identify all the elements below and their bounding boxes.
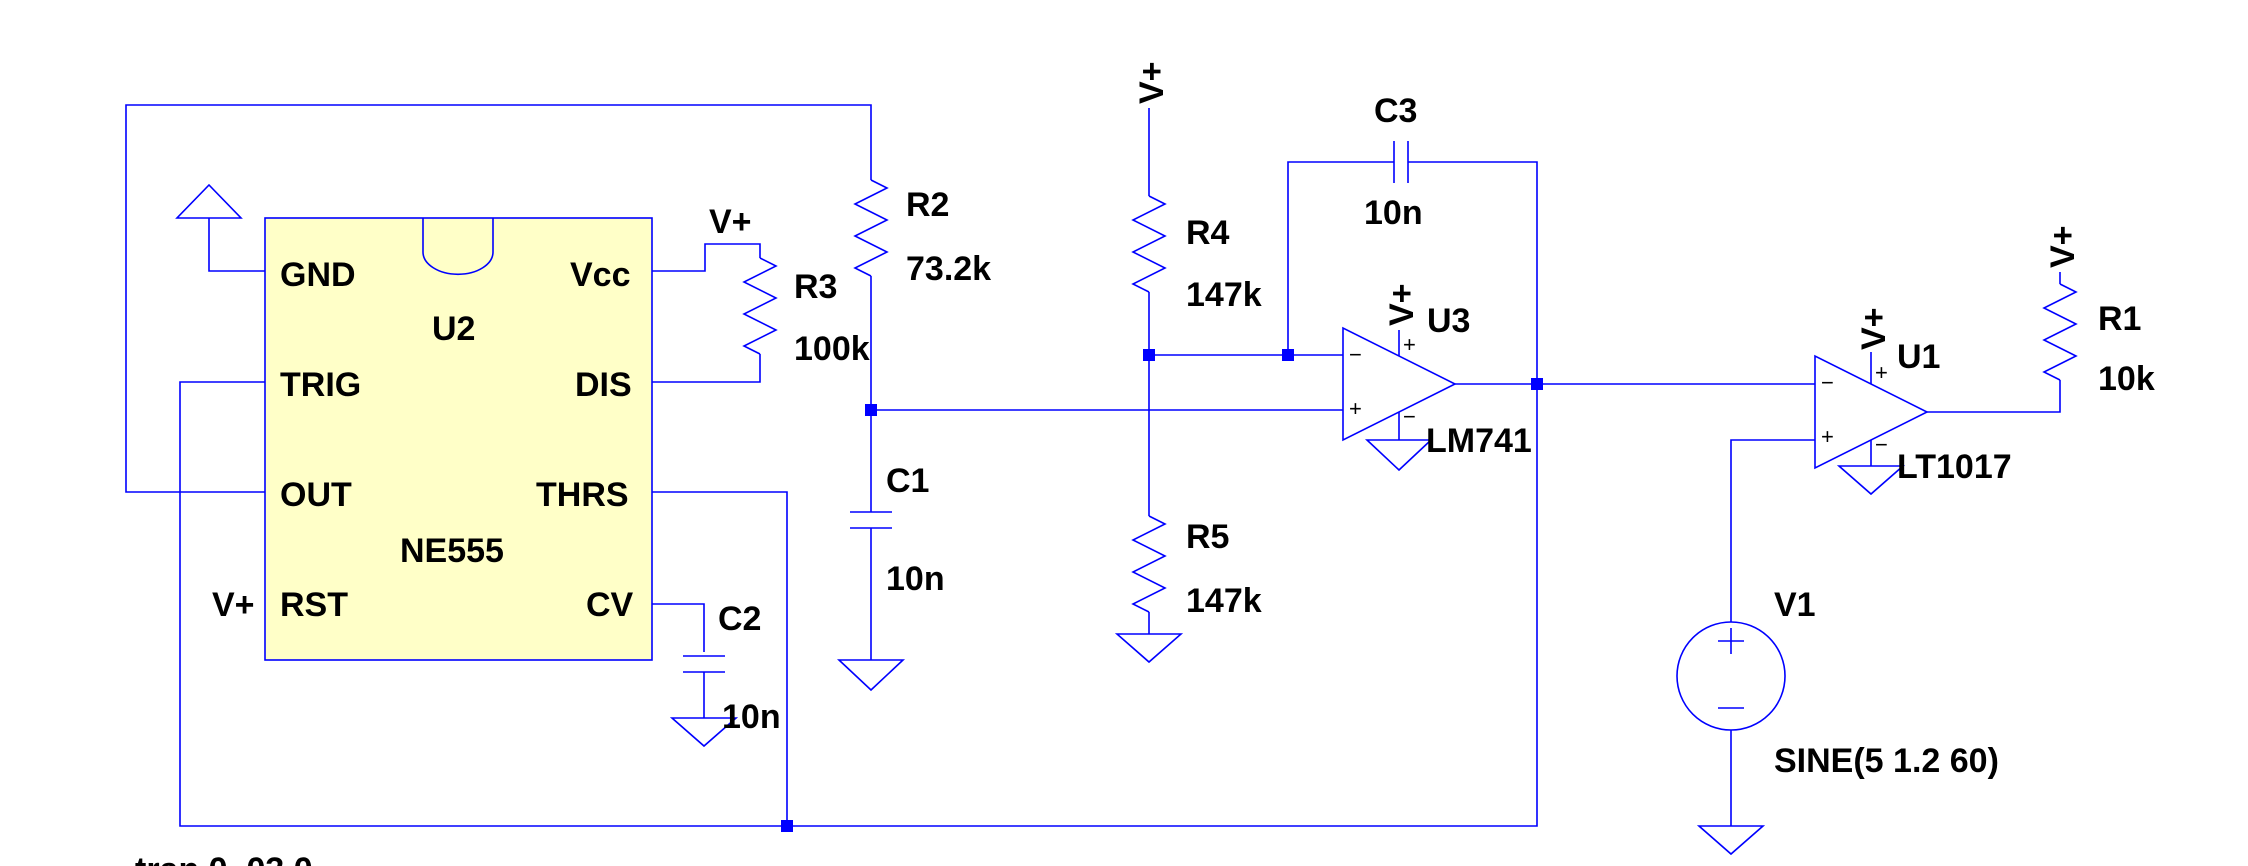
- r3-resistor-icon[interactable]: [742, 257, 778, 355]
- vcc-supply-label: V+: [709, 203, 752, 241]
- u1-ground-icon: [1836, 465, 1906, 496]
- u3-vminus-mark: −: [1403, 404, 1416, 429]
- r4-ref-label: R4: [1186, 214, 1230, 252]
- c3-ref-label: C3: [1374, 92, 1417, 130]
- u3-plus-mark: +: [1349, 396, 1362, 421]
- r2-value-label: 73.2k: [906, 250, 991, 288]
- c2-value-label: 10n: [722, 698, 781, 736]
- r5-value-label: 147k: [1186, 582, 1262, 620]
- junction-c1-node: [865, 404, 877, 416]
- c2-ref-label: C2: [718, 600, 761, 638]
- c1-ref-label: C1: [886, 462, 929, 500]
- ne555-body: [264, 217, 653, 661]
- pin-label-dis: DIS: [575, 366, 632, 404]
- c3-value-label: 10n: [1364, 194, 1423, 232]
- u1-vplus-mark: +: [1875, 360, 1888, 385]
- u1-minus-mark: −: [1821, 370, 1834, 395]
- v1-value-label: SINE(5 1.2 60): [1774, 742, 1999, 780]
- r5-resistor-icon[interactable]: [1131, 515, 1167, 613]
- gnd-pin-flag-icon: [175, 183, 243, 219]
- u3-ground-icon: [1364, 439, 1434, 472]
- r3-ref-label: R3: [794, 268, 837, 306]
- pin-label-vcc: Vcc: [570, 256, 631, 294]
- r1-value-label: 10k: [2098, 360, 2155, 398]
- rst-supply-label: V+: [212, 586, 255, 624]
- wire-trig-loop: [179, 381, 1538, 827]
- u2-part-label: NE555: [400, 532, 504, 570]
- wire-cv-c2: [652, 603, 705, 652]
- u3-supply-label: V+: [1383, 283, 1421, 326]
- r2-resistor-icon[interactable]: [853, 179, 889, 277]
- u1-plus-mark: +: [1821, 424, 1834, 449]
- junction-divider: [1143, 349, 1155, 361]
- r2-ref-label: R2: [906, 186, 949, 224]
- u3-minus-mark: −: [1349, 342, 1362, 367]
- wire-gnd-pin: [208, 218, 265, 272]
- r4-supply-label: V+: [1133, 61, 1171, 104]
- u1-vminus-mark: −: [1875, 432, 1888, 457]
- pin-label-out: OUT: [280, 476, 352, 514]
- u3-part-label: LM741: [1426, 422, 1532, 460]
- ne555-timer-u2[interactable]: GND Vcc TRIG DIS OUT THRS RST CV U2 NE55…: [264, 217, 653, 661]
- u3-vplus-mark: +: [1403, 332, 1416, 357]
- r1-supply-label: V+: [2044, 225, 2082, 268]
- u1-part-label: LT1017: [1897, 448, 2012, 486]
- wire-v1-u1-plus: [1730, 439, 1815, 622]
- c2-ground-icon: [669, 717, 739, 748]
- chip-notch: [422, 218, 494, 276]
- pin-label-rst: RST: [280, 586, 348, 624]
- junction-bottom: [781, 820, 793, 832]
- wire-r3-dis: [652, 354, 761, 383]
- v1-ground-icon: [1696, 825, 1766, 856]
- pin-label-trig: TRIG: [280, 366, 361, 404]
- r5-ground-icon: [1114, 633, 1184, 664]
- wire-r1-u1-out: [1927, 380, 2061, 413]
- wire-c3-right: [1408, 161, 1538, 384]
- u1-ref-label: U1: [1897, 338, 1940, 376]
- u2-ref-label: U2: [432, 310, 475, 348]
- r3-value-label: 100k: [794, 330, 870, 368]
- wire-c3-left: [1287, 161, 1394, 355]
- junction-u3-out: [1531, 378, 1543, 390]
- v1-ref-label: V1: [1774, 586, 1816, 624]
- r1-resistor-icon[interactable]: [2042, 283, 2078, 381]
- c1-ground-icon: [836, 659, 906, 692]
- u1-supply-label: V+: [1855, 307, 1893, 350]
- c1-value-label: 10n: [886, 560, 945, 598]
- pin-label-thrs: THRS: [536, 476, 629, 514]
- r4-resistor-icon[interactable]: [1131, 195, 1167, 293]
- sim-directive[interactable]: tran 0 .03 0: [135, 851, 313, 866]
- wire-out-loop: [125, 104, 872, 493]
- r4-value-label: 147k: [1186, 276, 1262, 314]
- r5-ref-label: R5: [1186, 518, 1229, 556]
- wire-vcc-r3: [652, 243, 761, 272]
- r1-ref-label: R1: [2098, 300, 2141, 338]
- pin-label-cv: CV: [586, 586, 634, 624]
- wire-thrs: [652, 491, 788, 826]
- pin-label-gnd: GND: [280, 256, 356, 294]
- u3-ref-label: U3: [1427, 302, 1470, 340]
